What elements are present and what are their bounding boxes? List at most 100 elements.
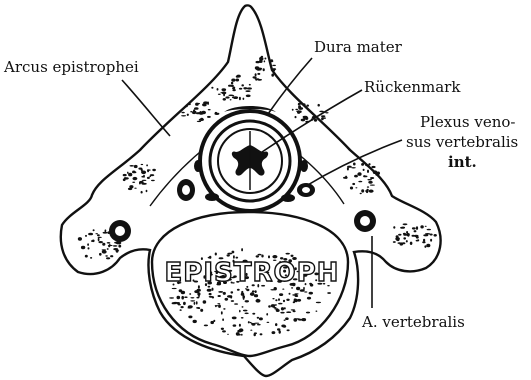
- stipple-dot: [370, 185, 375, 186]
- stipple-dot: [203, 101, 208, 104]
- stipple-dot: [246, 289, 249, 291]
- stipple-dot: [375, 173, 377, 175]
- stipple-dot: [275, 299, 277, 301]
- stipple-dot: [422, 241, 425, 243]
- stipple-dot: [293, 318, 297, 322]
- stipple-dot: [105, 229, 107, 232]
- stipple-dot: [259, 317, 263, 320]
- stipple-dot: [358, 172, 362, 176]
- stipple-dot: [85, 255, 88, 258]
- stipple-dot: [227, 253, 232, 255]
- stipple-dot: [221, 311, 223, 314]
- stipple-dot: [200, 309, 203, 312]
- stipple-dot: [99, 253, 102, 256]
- stipple-dot: [307, 297, 311, 300]
- stipple-dot: [132, 182, 135, 183]
- stipple-dot: [277, 328, 280, 330]
- label-arcus-epistrophei: Arcus epistrophei: [3, 58, 139, 76]
- stipple-dot: [286, 311, 291, 313]
- stipple-dot: [245, 300, 249, 302]
- stipple-dot: [350, 187, 353, 190]
- stipple-dot: [398, 234, 401, 236]
- stipple-dot: [321, 115, 325, 117]
- stipple-dot: [109, 244, 111, 245]
- stipple-dot: [233, 96, 238, 99]
- stipple-dot: [217, 88, 219, 91]
- stipple-dot: [246, 95, 251, 98]
- stipple-dot: [95, 233, 98, 234]
- stipple-dot: [425, 233, 430, 235]
- stipple-dot: [190, 297, 194, 298]
- stipple-dot: [282, 289, 284, 290]
- stipple-dot: [412, 227, 416, 229]
- stipple-dot: [197, 292, 200, 295]
- stipple-dot: [255, 79, 257, 81]
- stipple-dot: [232, 89, 235, 91]
- stipple-dot: [132, 171, 136, 173]
- stipple-dot: [200, 118, 203, 121]
- plexus-vein-1-inner: [182, 185, 190, 195]
- stipple-dot: [269, 60, 273, 62]
- stipple-dot: [239, 97, 241, 100]
- stipple-dot: [187, 114, 189, 116]
- stipple-dot: [230, 295, 232, 298]
- stipple-dot: [91, 240, 94, 242]
- stipple-dot: [242, 306, 244, 308]
- stipple-dot: [141, 169, 143, 172]
- stipple-dot: [183, 302, 186, 305]
- stipple-dot: [209, 293, 212, 295]
- stipple-dot: [250, 322, 252, 323]
- stipple-dot: [146, 164, 148, 166]
- vertebral-body-label: EPISTROPH: [165, 258, 340, 288]
- stipple-dot: [194, 302, 196, 305]
- stipple-dot: [203, 300, 207, 303]
- stipple-dot: [250, 330, 252, 331]
- stipple-dot: [227, 334, 229, 335]
- stipple-dot: [134, 165, 138, 168]
- stipple-dot: [210, 321, 214, 324]
- stipple-dot: [396, 240, 399, 241]
- stipple-dot: [274, 308, 278, 309]
- stipple-dot: [347, 167, 349, 170]
- stipple-dot: [327, 292, 331, 294]
- stipple-dot: [293, 310, 296, 312]
- stipple-dot: [193, 320, 197, 323]
- stipple-dot: [367, 186, 369, 187]
- stipple-dot: [369, 190, 374, 193]
- stipple-dot: [237, 289, 240, 291]
- stipple-dot: [424, 245, 426, 248]
- stipple-dot: [370, 177, 374, 179]
- stipple-dot: [123, 174, 127, 176]
- stipple-dot: [98, 238, 100, 241]
- stipple-dot: [190, 111, 192, 113]
- plexus-vein-6: [300, 160, 308, 172]
- stipple-dot: [218, 305, 221, 308]
- stipple-dot: [402, 242, 406, 244]
- stipple-dot: [208, 109, 211, 110]
- stipple-dot: [410, 242, 413, 245]
- stipple-dot: [268, 305, 271, 307]
- stipple-dot: [393, 226, 395, 229]
- stipple-dot: [302, 103, 305, 106]
- stipple-dot: [223, 93, 225, 96]
- stipple-dot: [243, 98, 245, 100]
- stipple-dot: [180, 309, 182, 311]
- stipple-dot: [99, 241, 103, 243]
- stipple-dot: [142, 180, 147, 181]
- stipple-dot: [256, 68, 261, 71]
- stipple-dot: [416, 240, 419, 242]
- stipple-dot: [102, 250, 107, 253]
- stipple-dot: [181, 306, 184, 308]
- stipple-dot: [90, 257, 92, 259]
- stipple-dot: [406, 240, 408, 242]
- stipple-dot: [271, 74, 274, 77]
- label-a-vertebralis: A. vertebralis: [361, 313, 465, 331]
- stipple-dot: [393, 241, 396, 243]
- stipple-dot: [196, 297, 199, 299]
- stipple-dot: [367, 179, 372, 180]
- stipple-dot: [227, 254, 230, 256]
- stipple-dot: [254, 294, 258, 297]
- stipple-dot: [128, 173, 132, 177]
- stipple-dot: [297, 299, 301, 302]
- stipple-dot: [264, 58, 266, 60]
